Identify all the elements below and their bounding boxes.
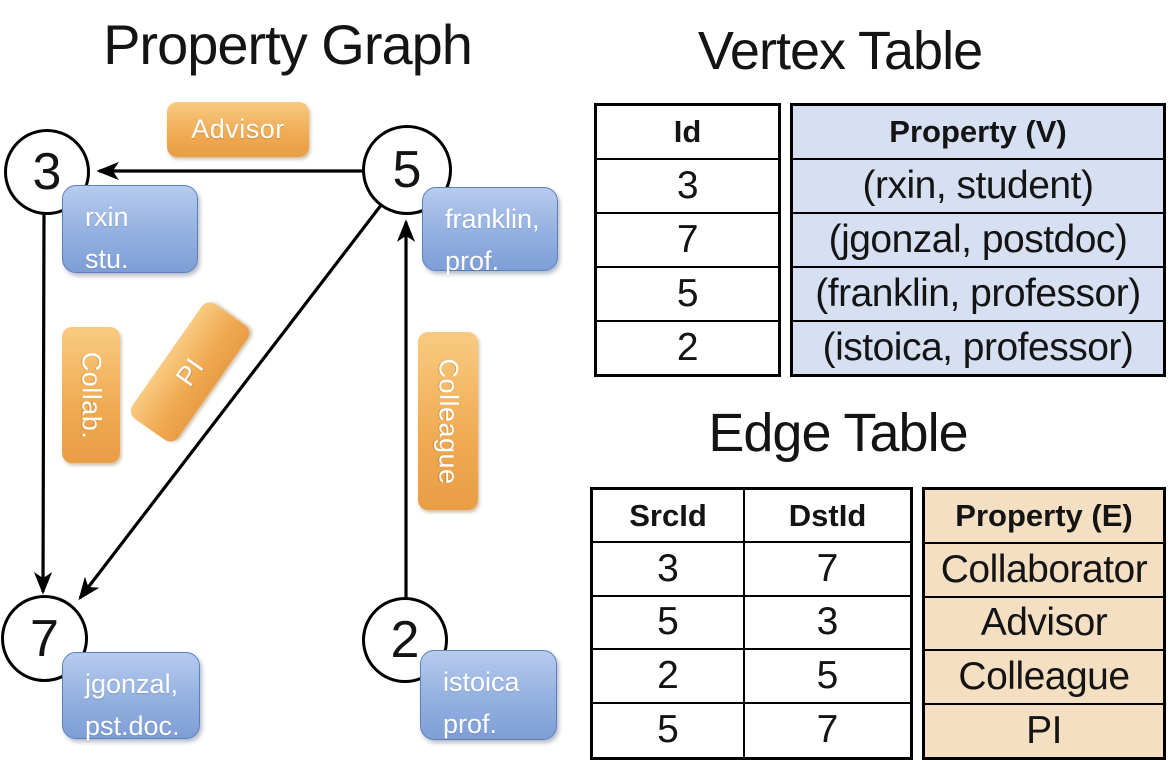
vertex-id-cell: 3 bbox=[597, 160, 778, 214]
vertex-property-box-jgonzal: jgonzal, pst.doc. bbox=[62, 652, 200, 741]
edge-srcid-cell: 5 bbox=[593, 703, 745, 757]
edge-table-property-column: Property (E) Collaborator Advisor Collea… bbox=[922, 487, 1166, 760]
property-line: stu. bbox=[85, 244, 129, 274]
edge-property-cell: PI bbox=[925, 705, 1163, 757]
edge-srcid-cell: 2 bbox=[593, 650, 745, 704]
graph-node-2: 2 bbox=[362, 597, 448, 683]
vertex-id-cell: 5 bbox=[597, 268, 778, 322]
graph-edges bbox=[33, 161, 416, 601]
edge-line-collab-3to7 bbox=[33, 209, 53, 595]
property-line: rxin bbox=[85, 202, 129, 232]
edge-property-header: Property (E) bbox=[925, 490, 1163, 544]
edge-label-collab: Collab. bbox=[62, 327, 120, 463]
property-line: pst.doc. bbox=[85, 711, 180, 741]
vertex-table-property-column: Property (V) (rxin, student) (jgonzal, p… bbox=[790, 103, 1166, 377]
vertex-property-header: Property (V) bbox=[793, 106, 1163, 160]
vertex-table-title: Vertex Table bbox=[697, 21, 983, 81]
edge-srcid-cell: 5 bbox=[593, 596, 745, 651]
vertex-id-header: Id bbox=[597, 106, 778, 160]
edge-table-id-columns: SrcId DstId 3 7 5 3 2 5 5 7 bbox=[590, 487, 913, 760]
edge-property-cell: Colleague bbox=[925, 651, 1163, 706]
edge-dstid-cell: 5 bbox=[745, 650, 910, 704]
edge-srcid-header: SrcId bbox=[593, 490, 745, 544]
property-line: istoica bbox=[443, 667, 520, 697]
edge-dstid-cell: 7 bbox=[816, 708, 839, 752]
property-line: prof. bbox=[443, 709, 498, 739]
vertex-id-cell: 2 bbox=[676, 326, 699, 369]
edge-label-colleague-text: Colleague bbox=[433, 357, 464, 485]
property-line: jgonzal, bbox=[85, 669, 179, 699]
edge-line-pi-5to7 bbox=[78, 199, 387, 601]
vertex-property-cell: (istoica, professor) bbox=[793, 322, 1163, 374]
edge-dstid-header: DstId bbox=[745, 490, 910, 544]
property-line: prof. bbox=[445, 246, 500, 276]
vertex-id-cell: 7 bbox=[597, 214, 778, 268]
edge-label-advisor: Advisor bbox=[167, 102, 309, 157]
vertex-property-cell: (franklin, professor) bbox=[793, 268, 1163, 322]
vertex-property-box-rxin: rxin stu. bbox=[62, 185, 198, 274]
vertex-property-cell: (jgonzal, postdoc) bbox=[793, 214, 1163, 268]
graph-node-5: 5 bbox=[362, 125, 452, 215]
edge-table-title: Edge Table bbox=[708, 403, 968, 463]
vertex-table-id-column: Id 3 7 5 2 bbox=[594, 103, 781, 377]
edge-label-collab-text: Collab. bbox=[76, 351, 107, 439]
property-line: franklin, bbox=[445, 204, 540, 234]
edge-property-cell: Advisor bbox=[925, 597, 1163, 652]
vertex-property-cell: (rxin, student) bbox=[793, 160, 1163, 214]
vertex-property-box-franklin: franklin, prof. bbox=[422, 187, 558, 276]
edge-property-cell: Collaborator bbox=[925, 543, 1163, 598]
edge-dstid-cell: 3 bbox=[745, 597, 910, 651]
vertex-property-box-istoica: istoica prof. bbox=[420, 650, 557, 740]
property-graph-title: Property Graph bbox=[103, 13, 473, 76]
edge-label-colleague: Colleague bbox=[418, 332, 478, 510]
edge-dstid-cell: 7 bbox=[745, 543, 910, 597]
edge-srcid-cell: 3 bbox=[593, 543, 745, 597]
